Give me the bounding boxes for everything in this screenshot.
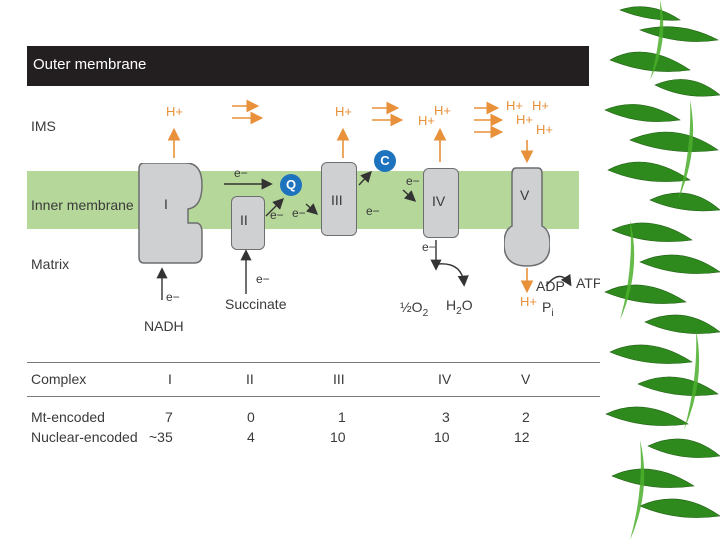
nadh-label: NADH xyxy=(144,318,184,334)
table-header-ii: II xyxy=(246,371,254,387)
electron-complex-ii: e− xyxy=(270,208,284,222)
phosphate-subscript: i xyxy=(551,307,554,319)
table-header-iii: III xyxy=(333,371,345,387)
proton-ims-1: H+ xyxy=(418,113,435,128)
proton-complex-i: H+ xyxy=(166,104,183,119)
complex-iii xyxy=(321,162,357,236)
proton-complex-iii: H+ xyxy=(335,104,352,119)
table-cell: 2 xyxy=(522,409,530,425)
water-label: H2O xyxy=(446,297,473,317)
table-cell: 7 xyxy=(165,409,173,425)
complex-v xyxy=(504,166,550,268)
outer-membrane-title: Outer membrane xyxy=(33,56,147,73)
water-subscript: 2 xyxy=(456,305,462,317)
electron-complex-iii: e− xyxy=(366,204,380,218)
adp-label: ADP xyxy=(536,278,565,294)
complex-iv-label: IV xyxy=(432,193,446,209)
complex-ii-label: II xyxy=(240,212,248,228)
complex-v-label: V xyxy=(520,187,530,203)
ims-label: IMS xyxy=(31,118,56,134)
table-header-rule xyxy=(27,396,601,397)
table-cell: 0 xyxy=(247,409,255,425)
water-h: H xyxy=(446,297,457,313)
table-header-v: V xyxy=(521,371,531,387)
proton-complex-iv: H+ xyxy=(434,103,451,118)
table-cell: 3 xyxy=(442,409,450,425)
table-header-i: I xyxy=(168,371,172,387)
phosphate-label: Pi xyxy=(542,299,554,319)
table-cell: 12 xyxy=(514,429,530,445)
cytochrome-c: C xyxy=(374,150,396,172)
oxygen-label: ½O2 xyxy=(400,299,428,319)
proton-matrix: H+ xyxy=(520,294,537,309)
outer-membrane-bar xyxy=(27,46,589,86)
electron-succinate: e− xyxy=(256,272,270,286)
proton-ims-5: H+ xyxy=(536,122,553,137)
ubiquinone-q: Q xyxy=(280,174,302,196)
table-row-label: Mt-encoded xyxy=(31,409,105,425)
phosphate-p: P xyxy=(542,299,552,315)
table-top-rule xyxy=(27,362,601,363)
table-cell: 1 xyxy=(338,409,346,425)
table-cell: 10 xyxy=(330,429,346,445)
proton-ims-4: H+ xyxy=(516,112,533,127)
electron-complex-i: e− xyxy=(234,166,248,180)
complex-iv xyxy=(423,168,459,238)
proton-ims-2: H+ xyxy=(506,98,523,113)
electron-nadh: e− xyxy=(166,290,180,304)
proton-ims-3: H+ xyxy=(532,98,549,113)
electron-complex-iv: e− xyxy=(422,240,436,254)
bamboo-decoration xyxy=(600,0,720,540)
complex-i xyxy=(138,163,204,265)
succinate-label: Succinate xyxy=(225,296,287,312)
matrix-label: Matrix xyxy=(31,256,70,272)
water-o: O xyxy=(461,297,473,313)
table-row-label: Nuclear-encoded xyxy=(31,429,138,445)
table-header-complex: Complex xyxy=(31,371,87,387)
inner-membrane-band xyxy=(27,171,579,229)
table-header-iv: IV xyxy=(438,371,452,387)
inner-membrane-label: Inner membrane xyxy=(31,197,134,213)
electron-c: e− xyxy=(406,174,420,188)
oxygen-subscript: 2 xyxy=(422,307,429,319)
complex-ii xyxy=(231,196,265,250)
oxygen-half: ½O xyxy=(400,299,423,315)
electron-q: e− xyxy=(292,206,306,220)
atp-label: ATP xyxy=(576,275,603,291)
table-cell: 4 xyxy=(247,429,255,445)
table-cell: 10 xyxy=(434,429,450,445)
complex-i-label: I xyxy=(164,196,168,212)
complex-iii-label: III xyxy=(331,192,343,208)
table-cell: ~35 xyxy=(149,429,173,445)
